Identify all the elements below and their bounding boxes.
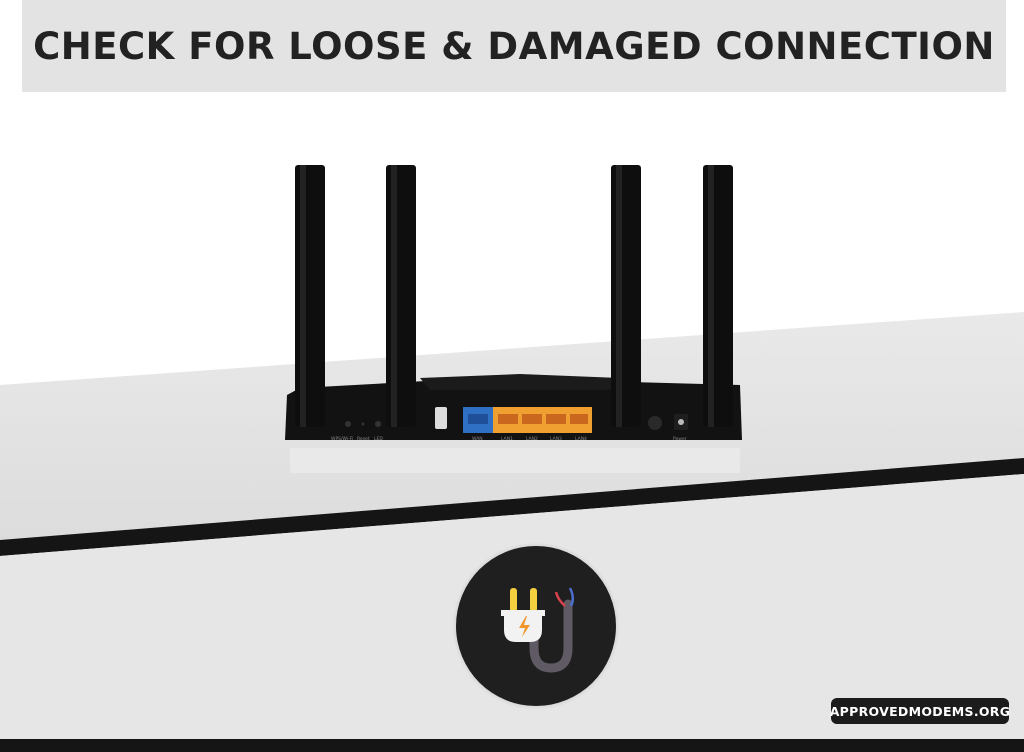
label-led: LED: [374, 436, 383, 442]
router-image: WPS/Wi-Fi Reset LED WAN LAN1 LAN2 LAN3 L…: [285, 165, 742, 473]
label-wan: WAN: [472, 436, 483, 442]
damaged-plug-icon: [452, 542, 620, 710]
label-reset: Reset: [357, 436, 370, 442]
label-wps: WPS/Wi-Fi: [331, 436, 353, 442]
title-banner: CHECK FOR LOOSE & DAMAGED CONNECTION: [22, 0, 1006, 92]
label-power: Power: [673, 436, 687, 442]
diagonal-band: [0, 458, 1024, 556]
label-lan4: LAN4: [575, 436, 587, 442]
antenna-3: [611, 165, 641, 427]
bottom-bar: [0, 739, 1024, 752]
antenna-4: [703, 165, 733, 427]
site-badge: APPROVEDMODEMS.ORG: [830, 698, 1010, 724]
page-title: CHECK FOR LOOSE & DAMAGED CONNECTION: [33, 24, 995, 68]
label-lan3: LAN3: [550, 436, 562, 442]
label-lan2: LAN2: [526, 436, 538, 442]
antenna-1: [295, 165, 325, 427]
antenna-2: [386, 165, 416, 427]
label-lan1: LAN1: [501, 436, 513, 442]
